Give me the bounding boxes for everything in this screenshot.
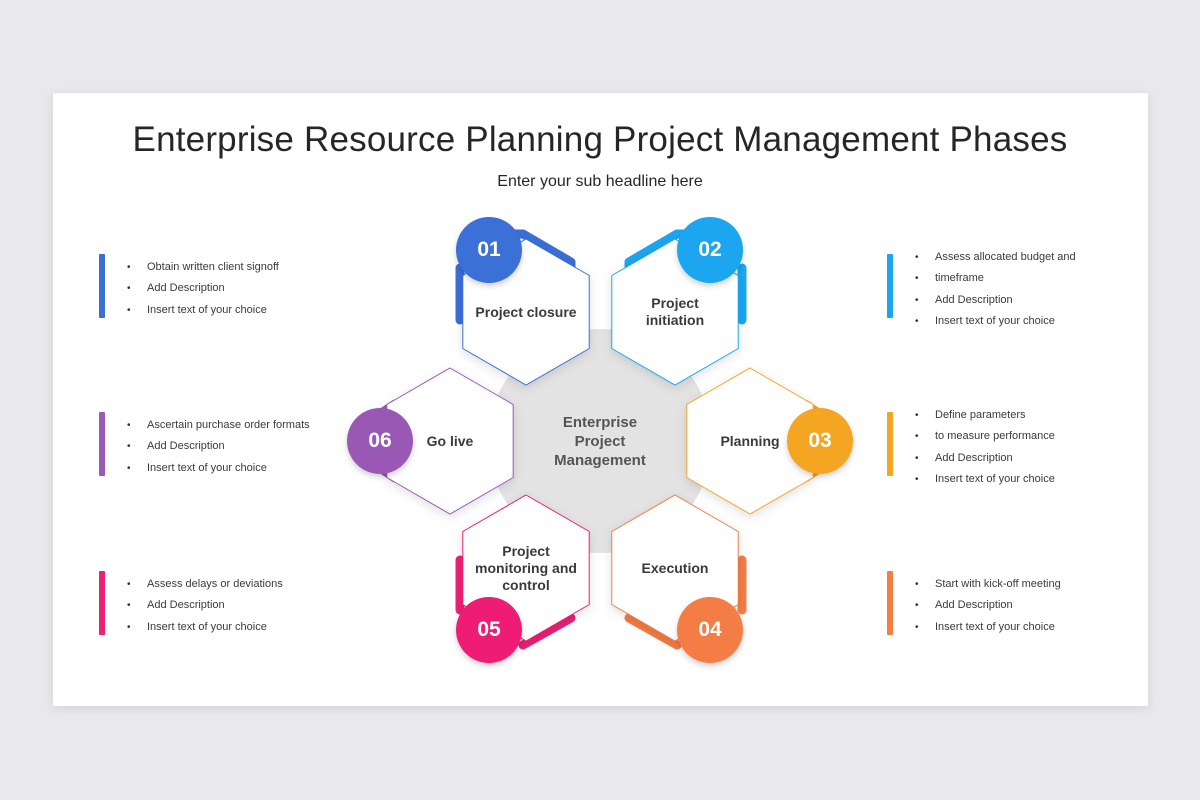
phase-label-line: Go live <box>426 432 474 449</box>
phase-number-circle <box>677 217 743 283</box>
bullet-item: Insert text of your choice <box>915 469 1105 491</box>
phase-number-circle <box>677 597 743 663</box>
phase-number: 04 <box>698 618 722 641</box>
bullet-item: Insert text of your choice <box>915 311 1105 333</box>
bullet-item: Add Description <box>127 436 317 458</box>
bullet-list: Define parametersto measure performanceA… <box>915 405 1105 490</box>
bullet-item: Assess allocated budget and <box>915 247 1105 269</box>
bullet-list: Ascertain purchase order formatsAdd Desc… <box>127 415 317 479</box>
phase-label: Planning <box>690 433 810 450</box>
phase-label-line: Project <box>651 295 699 311</box>
accent-bar <box>99 254 105 318</box>
phase-label: Go live <box>390 433 510 450</box>
phase-number: 02 <box>698 238 722 261</box>
phase-bracket <box>624 613 682 650</box>
phase-label-line: Planning <box>720 432 780 449</box>
bullet-item: Assess delays or deviations <box>127 574 317 596</box>
phase-number: 03 <box>808 429 832 452</box>
bullet-item: to measure performance <box>915 426 1105 448</box>
phase-number: 05 <box>477 618 501 641</box>
center-label-line: Management <box>554 452 646 469</box>
phase-label-line: initiation <box>645 312 705 328</box>
bullet-item: Define parameters <box>915 405 1105 427</box>
phase-hexagon <box>686 367 814 515</box>
center-circle <box>488 329 712 553</box>
bullet-item: Insert text of your choice <box>915 617 1105 639</box>
accent-bar <box>99 571 105 635</box>
bullet-item: Add Description <box>127 595 317 617</box>
phase-number-circle <box>456 217 522 283</box>
phase-hexagon <box>386 367 514 515</box>
bullet-list: Assess allocated budget andtimeframeAdd … <box>915 247 1105 332</box>
center-label-line: Enterprise <box>562 414 638 431</box>
bullet-item: Insert text of your choice <box>127 617 317 639</box>
bullet-item: Start with kick-off meeting <box>915 574 1105 596</box>
accent-bar <box>887 254 893 318</box>
phase-label-line: Project closure <box>475 303 577 320</box>
accent-bar <box>99 412 105 476</box>
phase-label: Project closure <box>466 304 586 321</box>
bullet-item: Add Description <box>915 290 1105 312</box>
phase-number: 01 <box>477 238 501 261</box>
accent-bar <box>887 571 893 635</box>
phase-number-circle <box>787 408 853 474</box>
phase-label-line: monitoring and <box>475 559 577 576</box>
bullet-item: Insert text of your choice <box>127 458 317 480</box>
bullet-item: Ascertain purchase order formats <box>127 415 317 437</box>
bullet-item: timeframe <box>915 268 1105 290</box>
phase-number-circle <box>456 597 522 663</box>
center-label-line: Project <box>574 433 626 450</box>
bullet-item: Add Description <box>127 278 317 300</box>
phase-label-line: Project <box>502 542 550 559</box>
accent-bar <box>887 412 893 476</box>
phase-label-line: Execution <box>641 559 709 576</box>
center-label: Enterprise Project Management <box>540 413 660 470</box>
phase-label-line: control <box>502 576 550 593</box>
bullet-item: Add Description <box>915 595 1105 617</box>
bullet-item: Insert text of your choice <box>127 300 317 322</box>
page-title: Enterprise Resource Planning Project Man… <box>132 120 1068 159</box>
bullet-list: Start with kick-off meetingAdd Descripti… <box>915 574 1105 638</box>
phase-label: Execution <box>615 560 735 577</box>
phase-bracket <box>518 613 576 650</box>
bullet-item: Add Description <box>915 448 1105 470</box>
bullet-list: Obtain written client signoffAdd Descrip… <box>127 257 317 321</box>
phase-number: 06 <box>368 429 392 452</box>
bullet-list: Assess delays or deviationsAdd Descripti… <box>127 574 317 638</box>
bullet-item: Obtain written client signoff <box>127 257 317 279</box>
page-subtitle: Enter your sub headline here <box>497 173 703 190</box>
phase-number-circle <box>347 408 413 474</box>
